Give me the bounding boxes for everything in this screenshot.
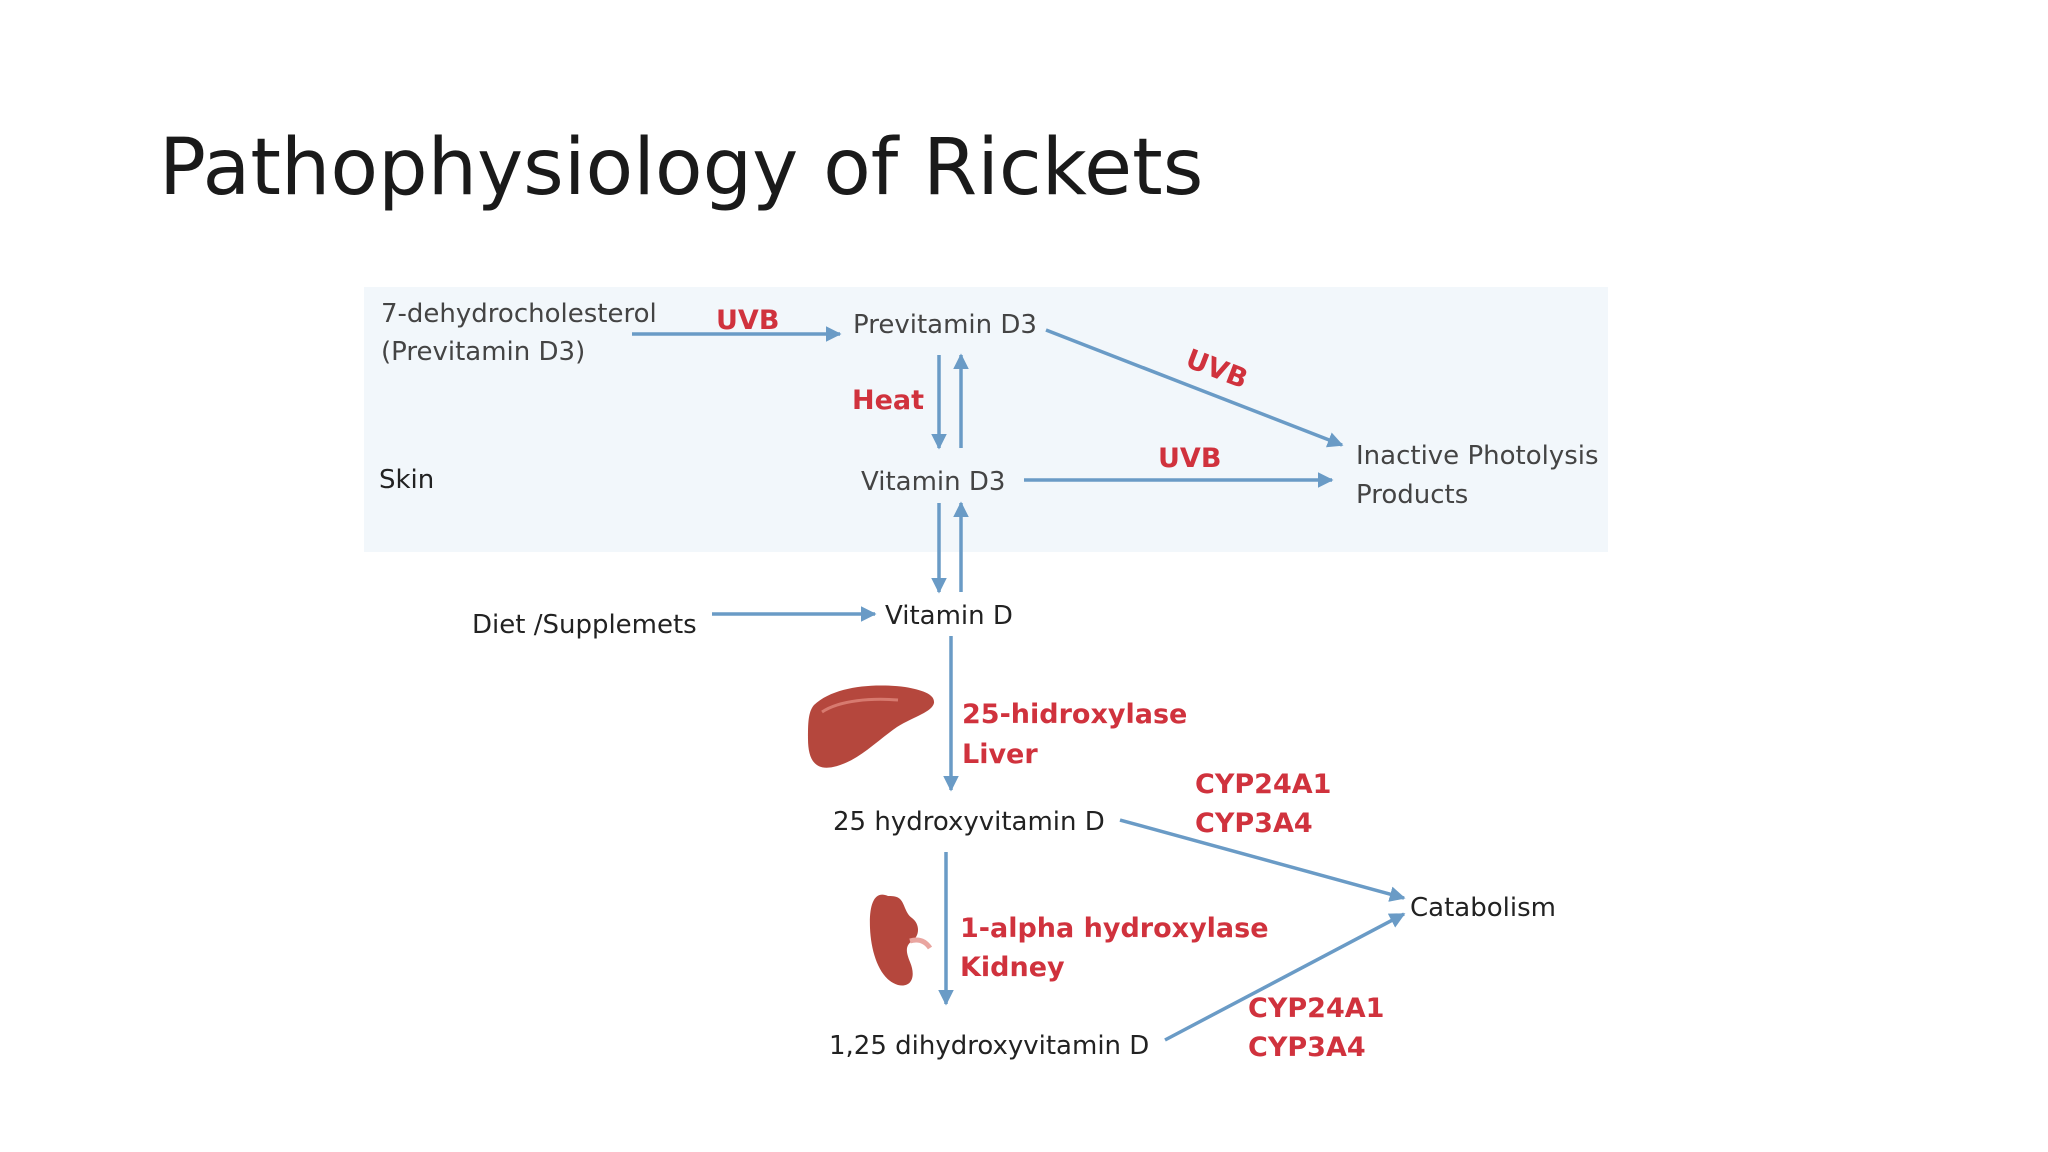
arrow-previtamin-to-inactive	[1045, 328, 1344, 448]
node-vitamin-d: Vitamin D	[885, 601, 1013, 631]
node-inactive-photolysis-products: Inactive Photolysis	[1356, 441, 1599, 471]
label-uvb-1: UVB	[716, 305, 779, 336]
page-title: Pathophysiology of Rickets	[159, 123, 1204, 213]
skin-label: Skin	[379, 465, 434, 495]
node-inactive-photolysis-products-line2: Products	[1356, 480, 1468, 510]
label-heat: Heat	[852, 385, 924, 416]
label-cyp24a1-2: CYP24A1	[1248, 993, 1384, 1024]
label-kidney: Kidney	[960, 952, 1065, 983]
label-cyp3a4-2: CYP3A4	[1248, 1032, 1366, 1063]
node-diet-supplements: Diet /Supplemets	[472, 610, 697, 640]
liver-icon	[808, 685, 935, 768]
arrow-dihydroxy-to-catabolism	[1164, 912, 1406, 1042]
arrows	[632, 326, 1406, 1042]
arrow-25-hydroxy-to-catabolism	[1119, 818, 1406, 902]
label-cyp24a1-1: CYP24A1	[1195, 769, 1331, 800]
node-1-25-dihydroxyvitamin-d: 1,25 dihydroxyvitamin D	[829, 1031, 1149, 1061]
node-previtamin-d3: Previtamin D3	[853, 310, 1037, 340]
label-cyp3a4-1: CYP3A4	[1195, 808, 1313, 839]
node-7-dehydrocholesterol-subtitle: (Previtamin D3)	[381, 337, 585, 367]
skin-panel	[364, 287, 1608, 552]
label-uvb-3: UVB	[1158, 443, 1221, 474]
label-liver: Liver	[962, 739, 1038, 770]
node-vitamin-d3: Vitamin D3	[861, 467, 1005, 497]
kidney-icon	[869, 894, 933, 986]
label-1-alpha-hydroxylase: 1-alpha hydroxylase	[960, 913, 1269, 944]
label-25-hidroxylase: 25-hidroxylase	[962, 699, 1187, 730]
node-catabolism: Catabolism	[1410, 893, 1556, 923]
node-7-dehydrocholesterol: 7-dehydrocholesterol	[381, 299, 657, 329]
node-25-hydroxyvitamin-d: 25 hydroxyvitamin D	[833, 807, 1105, 837]
